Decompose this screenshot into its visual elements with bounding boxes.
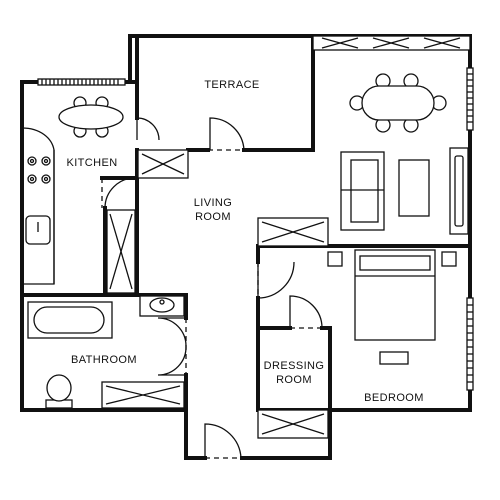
sofa (340, 151, 385, 231)
label-kitchen: KITCHEN (66, 157, 117, 169)
sliding-panel-top (312, 35, 471, 51)
bathroom-sink (139, 295, 185, 317)
label-living-line1: LIVING (194, 197, 232, 209)
windows (37, 67, 474, 391)
label-bathroom: BATHROOM (71, 354, 137, 366)
kitchen-table (58, 96, 124, 138)
bed (327, 249, 457, 341)
stove (27, 156, 51, 184)
label-dressing-line1: DRESSING (264, 360, 325, 372)
bedroom-bench (379, 351, 409, 365)
dining-table (349, 73, 447, 133)
living-wardrobe (257, 217, 329, 247)
sliding-panel-terrace (137, 149, 189, 179)
label-bedroom: BEDROOM (364, 392, 424, 404)
coffee-table (398, 159, 430, 217)
tv-unit (449, 147, 469, 235)
kitchen-pantry (106, 209, 136, 294)
entry-closet (257, 409, 329, 439)
toilet (45, 374, 73, 409)
room-labels: TERRACE KITCHEN LIVING ROOM BATHROOM DRE… (66, 79, 423, 404)
kitchen-sink (25, 215, 51, 245)
doors (104, 117, 323, 459)
label-terrace: TERRACE (204, 79, 259, 91)
bathtub (27, 301, 113, 339)
kitchen-counter (21, 127, 55, 285)
label-dressing-line2: ROOM (276, 374, 312, 386)
bathroom-cabinet (101, 381, 185, 409)
label-living-line2: ROOM (195, 211, 231, 223)
thresholds (101, 149, 322, 459)
